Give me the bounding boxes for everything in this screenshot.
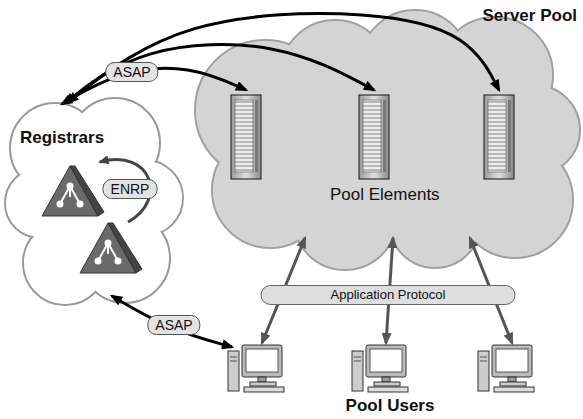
pool-users-title: Pool Users (346, 396, 435, 416)
registrar-cloud: Registrars (5, 88, 185, 310)
cloud-outline (185, 0, 583, 270)
computer-icon (478, 345, 534, 392)
server-icon (484, 95, 514, 179)
server-pool-cloud: Server PoolPool Elements (185, 0, 583, 270)
computer-icon (352, 345, 408, 392)
cloud-fill (286, 41, 484, 239)
server-icon (231, 95, 261, 179)
registrars-title: Registrars (20, 128, 104, 148)
pool-title: Server Pool (483, 6, 578, 26)
cloud-fill (36, 144, 154, 262)
computer-icons (228, 345, 534, 392)
cloud-outline (5, 88, 185, 310)
server-icon (359, 95, 389, 179)
protocol-label: ASAP (147, 315, 200, 335)
computer-icon (228, 345, 284, 392)
pool-user-group: Pool Users (220, 338, 550, 419)
protocol-label: ASAP (105, 62, 158, 82)
protocol-band: Application Protocol (261, 285, 516, 305)
pool-elements-label: Pool Elements (330, 185, 440, 205)
protocol-label: ENRP (103, 179, 158, 199)
